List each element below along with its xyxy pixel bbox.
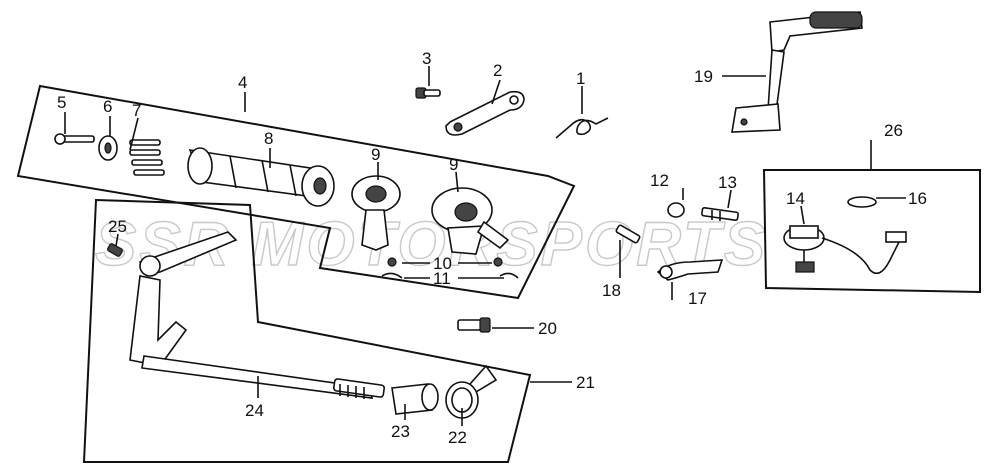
callout-6: 6	[103, 97, 112, 116]
callout-10: 10	[433, 254, 452, 273]
group-box-26	[762, 169, 981, 294]
callout-25: 25	[108, 217, 127, 236]
shift-shaft-icon	[129, 231, 386, 399]
group-box-21	[82, 198, 532, 463]
gear-shift-pedal-icon	[731, 11, 863, 133]
callout-26: 26	[884, 121, 903, 140]
callout-19: 19	[694, 67, 713, 86]
leader-lines	[64, 66, 906, 426]
callout-11: 11	[433, 269, 451, 288]
shift-drum-icon	[187, 147, 335, 207]
callout-4: 4	[238, 73, 247, 92]
callout-24: 24	[245, 401, 264, 420]
shift-fork-icon-2	[431, 187, 510, 255]
washer-part-6	[98, 135, 118, 161]
callout-17: 17	[688, 289, 707, 308]
collar-part-23	[391, 383, 439, 415]
clamp-part-17	[656, 259, 724, 281]
callout-13: 13	[718, 173, 737, 192]
callout-14: 14	[786, 189, 805, 208]
callout-2: 2	[493, 61, 502, 80]
spring-icon	[555, 117, 609, 139]
pin-part-25	[107, 243, 123, 257]
callout-23: 23	[391, 422, 410, 441]
pin-part-10	[387, 257, 503, 267]
bolt-part-13	[701, 206, 739, 222]
bolt-part-3	[415, 87, 441, 99]
callout-8: 8	[264, 129, 273, 148]
callout-5: 5	[57, 93, 66, 112]
callout-9b: 9	[449, 155, 458, 174]
group-box-4	[16, 84, 576, 300]
callout-18: 18	[602, 281, 621, 300]
callout-20: 20	[538, 319, 557, 338]
callout-9a: 9	[371, 145, 380, 164]
pins-part-7	[129, 139, 165, 176]
callout-1: 1	[576, 69, 585, 88]
bolt-part-20	[457, 317, 491, 333]
o-ring-part-16	[847, 196, 877, 208]
clip-part-11	[381, 272, 519, 279]
shift-fork-icon	[351, 175, 401, 251]
bolt-part-18	[615, 224, 641, 244]
return-spring-part-22	[445, 364, 498, 419]
callout-21: 21	[576, 373, 595, 392]
stopper-arm-part-2	[445, 90, 525, 136]
washer-part-12	[667, 202, 685, 218]
bolt-part-5	[54, 133, 95, 145]
callout-12: 12	[650, 171, 669, 190]
callout-22: 22	[448, 428, 467, 447]
callout-3: 3	[422, 49, 431, 68]
callout-7: 7	[132, 101, 141, 120]
callout-16: 16	[908, 189, 927, 208]
neutral-switch-icon	[783, 225, 907, 275]
